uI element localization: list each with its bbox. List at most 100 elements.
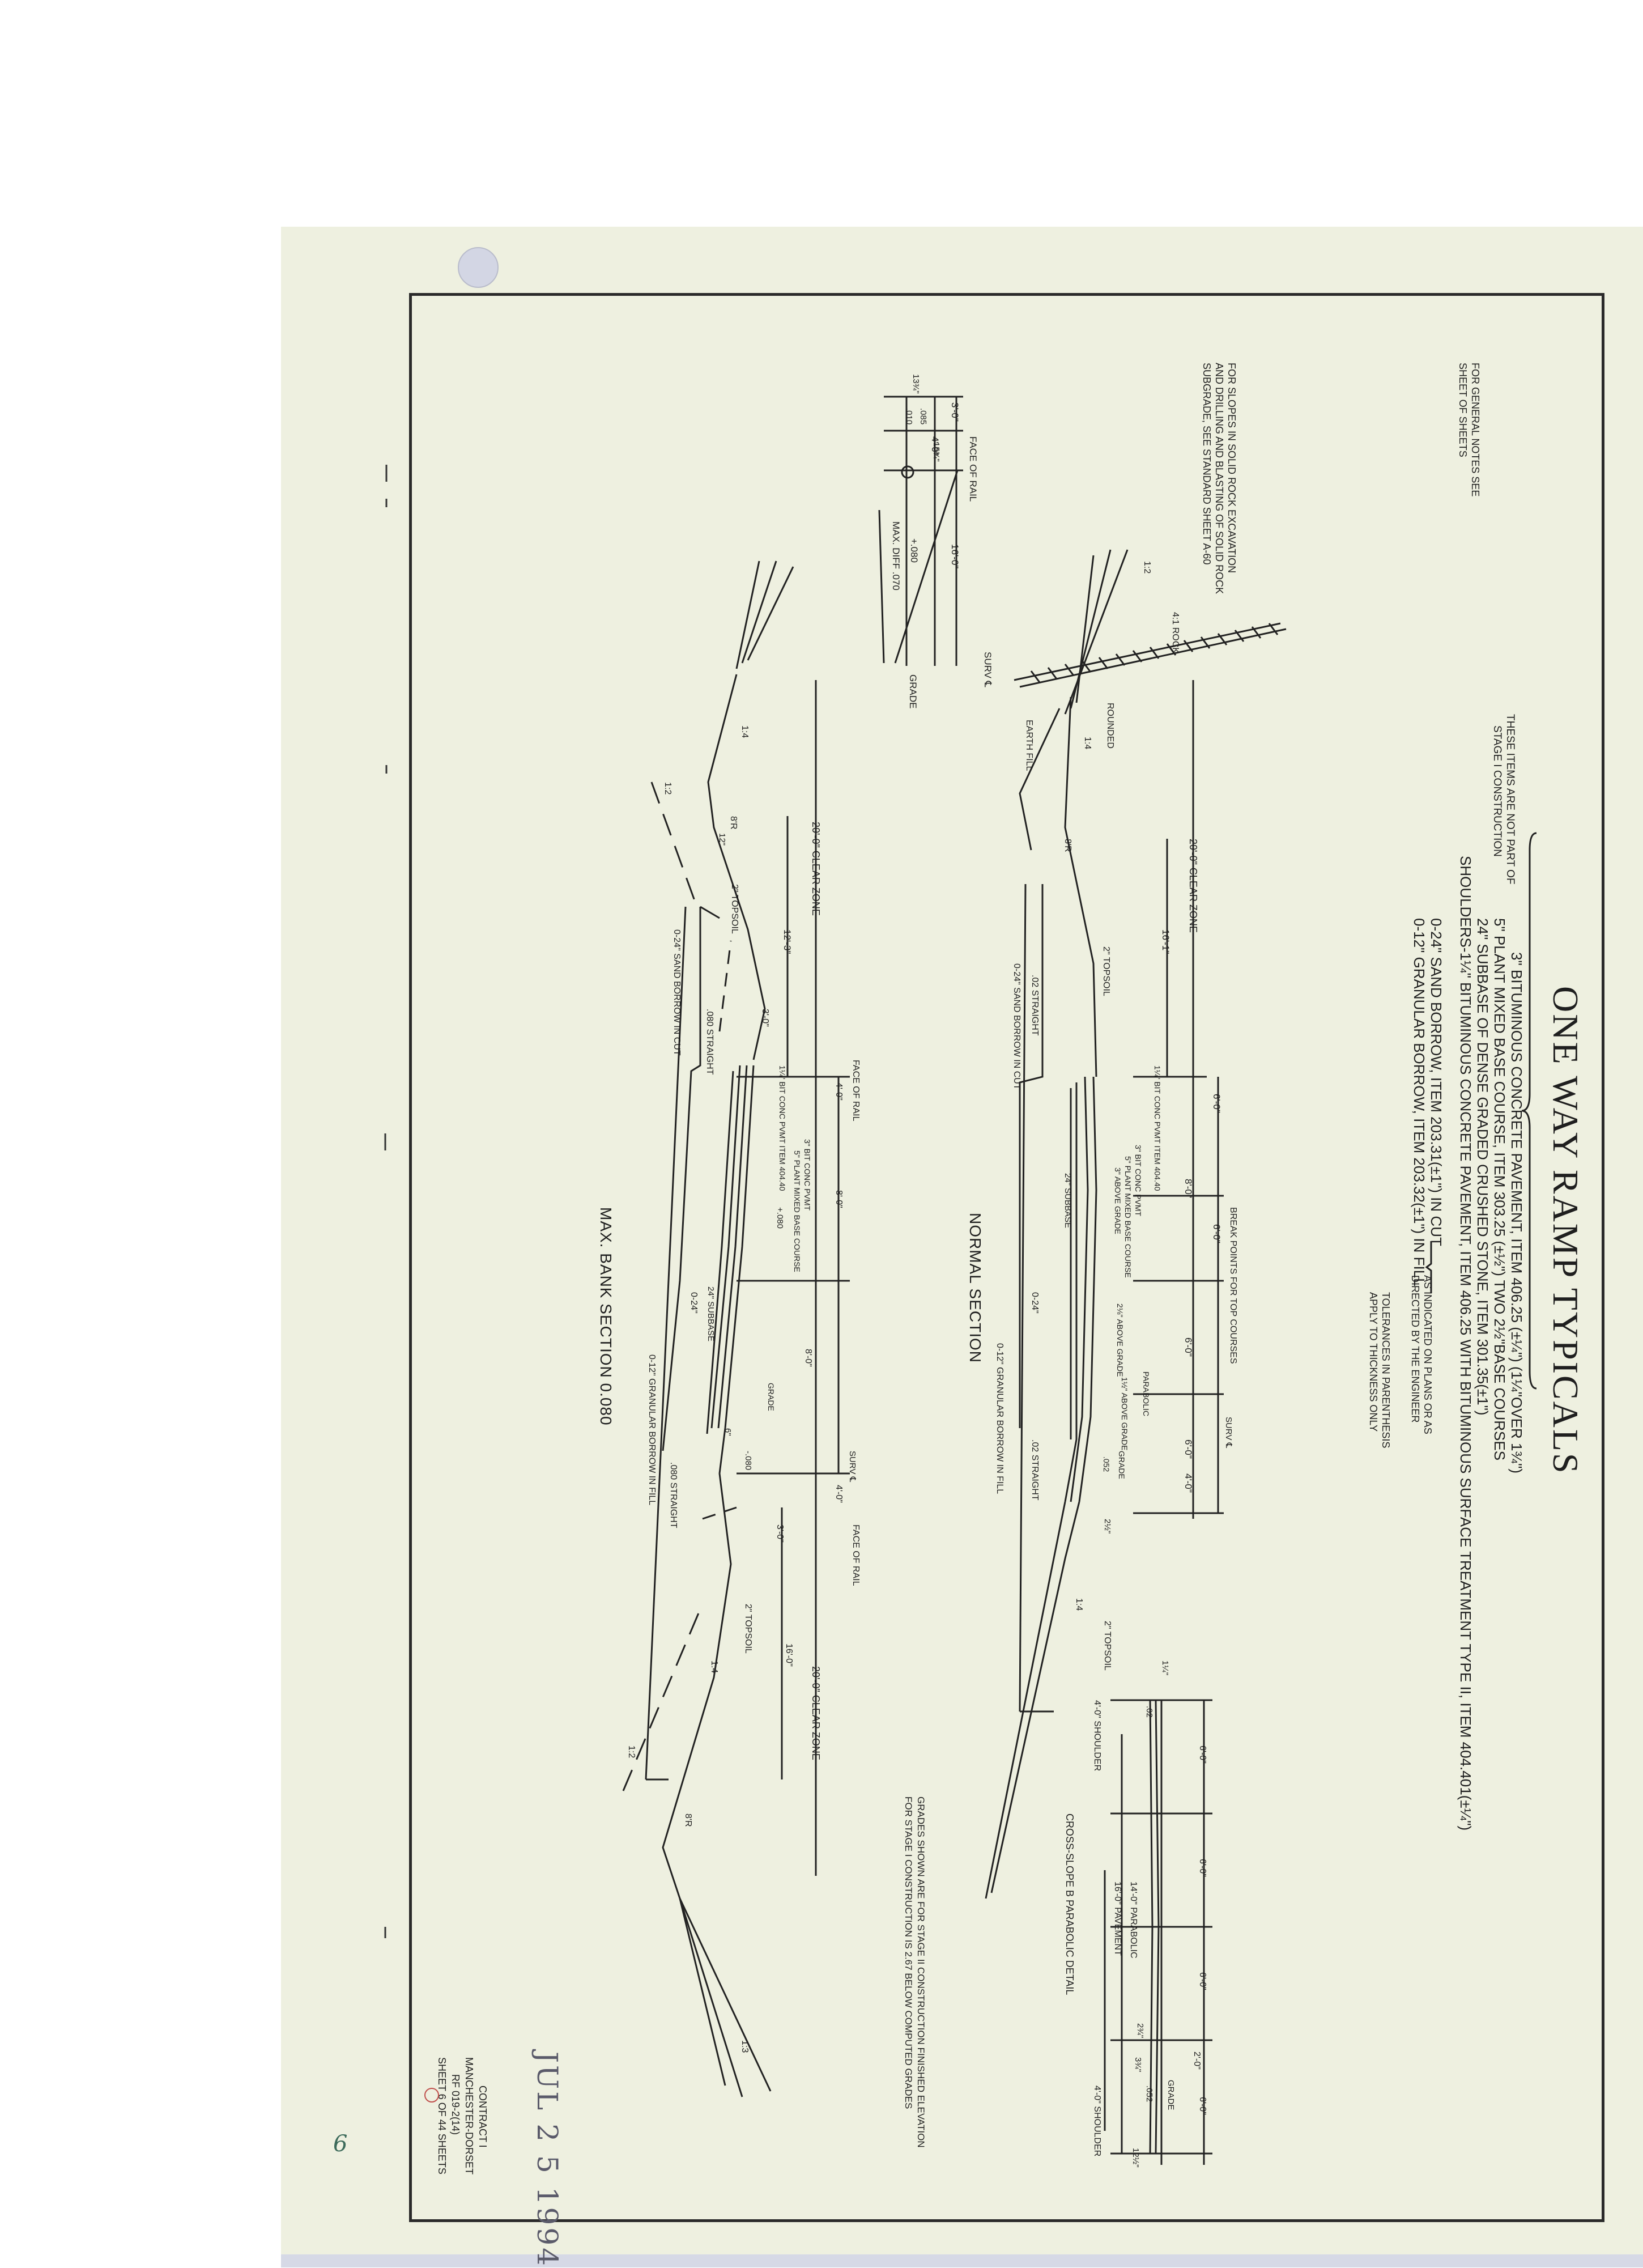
normal-slope-1-4-right: 1:4 [1074, 1598, 1084, 1611]
max-grade: GRADE [767, 1383, 776, 1411]
pavement-note-3: 24" SUBBASE OF DENSE GRADED CRUSHED STON… [1474, 918, 1491, 1415]
rail-grade: GRADE [908, 674, 918, 708]
rail-dim-13: 13¾" [911, 374, 921, 394]
normal-plant-mixed: 5" PLANT MIXED BASE COURSE [1123, 1156, 1133, 1278]
max-slope-1-3: 1:3 [740, 2040, 750, 2053]
stage-note-2: STAGE I CONSTRUCTION [1491, 725, 1503, 857]
rail-dim-4: 4'-0" [930, 436, 940, 456]
rail-detail [878, 396, 963, 666]
hole-punch [458, 247, 499, 288]
max-subbase: 24" SUBBASE [706, 1286, 716, 1341]
max-bank-title: MAX. BANK SECTION 0.080 [597, 1207, 615, 1426]
parabolic-dim-6-d: 6'-0" [1198, 2097, 1207, 2115]
rail-surv: SURV ℄ [982, 652, 993, 687]
rock-note-2: AND DRILLING AND BLASTING OF SOLID ROCK [1214, 363, 1225, 594]
title-block-sheet: SHEET 6 OF 44 SHEETS [436, 2057, 448, 2174]
general-notes-2: SHEET OF SHEETS [1457, 363, 1469, 457]
max-dim-3-b: 3'-0" [775, 1524, 785, 1543]
max-bit-conc-3: 3" BIT CONC PVMT [803, 1139, 812, 1211]
general-notes-1: FOR GENERAL NOTES SEE [1470, 363, 1481, 496]
parabolic-grade: GRADE [1166, 2080, 1176, 2110]
normal-8r: 8'R [1063, 839, 1072, 852]
normal-slope-1-4: 1:4 [1083, 737, 1092, 749]
max-slope-1-2-b: 1:2 [627, 1745, 636, 1758]
normal-earth-fill: EARTH FILL [1024, 720, 1034, 771]
max-slope-080: +.080 [775, 1207, 785, 1229]
pavement-note-5: 0-24" SAND BORROW, ITEM 203.31(±1") IN C… [1428, 918, 1445, 1246]
scanner-edge [281, 2254, 1643, 2267]
max-dim-12-3: 12'-3" [782, 929, 793, 954]
max-sand-borrow: 0-24" SAND BORROW IN CUT [672, 929, 682, 1056]
max-topsoil-right: 2" TOPSOIL [743, 1604, 753, 1654]
rail-face-label: FACE OF RAIL [968, 436, 978, 502]
rail-slope-085: .085 [918, 408, 928, 424]
max-dim-8-b: 8'-0" [834, 1190, 844, 1208]
rail-dim-15: 15¾" [931, 442, 941, 462]
max-bank-section-lines [622, 560, 850, 2097]
normal-rock: 4:1 ROCK [1170, 612, 1180, 653]
stage-brace [1521, 832, 1537, 1390]
max-12-left: 12" [717, 833, 727, 846]
max-slope-1-4-b: 1:4 [709, 1660, 719, 1673]
rail-slope-010: .010 [904, 408, 914, 424]
rock-note-1: FOR SLOPES IN SOLID ROCK EXCAVATION [1226, 363, 1237, 573]
normal-section-lines [985, 549, 1287, 1899]
normal-grade: GRADE [1117, 1451, 1126, 1479]
normal-straight: .02 STRAIGHT [1030, 975, 1040, 1036]
parabolic-dim-3-34: 3¾" [1133, 2057, 1143, 2072]
normal-slope-1-2: 1:2 [1142, 561, 1152, 574]
max-face-of-rail-a: FACE OF RAIL [851, 1060, 861, 1122]
parabolic-title: CROSS-SLOPE B PARABOLIC DETAIL [1064, 1813, 1075, 1995]
parabolic-dim-2-34: 2¾" [1135, 2023, 1145, 2038]
normal-section-title: NORMAL SECTION [967, 1213, 984, 1363]
normal-sand-borrow: 0-24" SAND BORROW IN CUT [1012, 963, 1021, 1090]
parabolic-dim-6-a: 6'-0" [1198, 1745, 1207, 1764]
max-clear-zone: 20'-0" CLEAR ZONE [810, 822, 822, 916]
normal-slope-052: .052 [1102, 1456, 1111, 1472]
normal-rounded: ROUNDED [1105, 703, 1115, 749]
grades-note-1: GRADES SHOWN ARE FOR STAGE II CONSTRUCTI… [916, 1796, 926, 2148]
max-bit-conc-1: 1¼" BIT CONC PVMT ITEM 404.40 [778, 1065, 787, 1191]
parabolic-dim-12: 12½" [1131, 2148, 1140, 2168]
max-slope-1-4-a: 1:4 [740, 725, 750, 738]
max-dim-4-b: 4'-0" [834, 1485, 844, 1503]
normal-topsoil: 2" TOPSOIL [1101, 946, 1111, 996]
rail-dim-16: 16'-0" [950, 544, 960, 568]
borrow-note-2: DIRECTED BY THE ENGINEER [1410, 1275, 1421, 1422]
pavement-note-1: 3" BITUMINOUS CONCRETE PAVEMENT, ITEM 40… [1508, 952, 1525, 1473]
rock-hatch [1030, 623, 1279, 683]
parabolic-pavement: 16'-0" PAVEMENT [1113, 1881, 1122, 1956]
rail-dim-3: 3'-0" [950, 402, 960, 422]
parabolic-dim-6-c: 6'-0" [1198, 1972, 1207, 1990]
rail-max-diff: MAX. DIFF .070 [891, 521, 901, 591]
borrow-note-1: AS INDICATED ON PLANS OR AS [1422, 1275, 1433, 1434]
parabolic-detail-lines [1104, 1699, 1212, 2165]
max-face-of-rail-b: FACE OF RAIL [851, 1524, 861, 1586]
normal-surv: SURV ℄ [1224, 1417, 1233, 1449]
parabolic-shoulder-left: 4'-0" SHOULDER [1092, 1700, 1102, 1771]
normal-dim-4: 4'-0" [1183, 1473, 1194, 1493]
pavement-note-2: 5" PLANT MIXED BASE COURSE, ITEM 303.25 … [1491, 918, 1508, 1460]
borrow-brace [1425, 1241, 1432, 1293]
max-plant-mixed: 5" PLANT MIXED BASE COURSE [793, 1150, 802, 1272]
max-surv: SURV ℄ [848, 1451, 857, 1483]
pavement-note-6: 0-12" GRANULAR BORROW, ITEM 203.32(±1") … [1411, 918, 1428, 1286]
parabolic-parabolic: 14'-0" PARABOLIC [1129, 1881, 1138, 1959]
title-block-rf: RF 019-2(14) [450, 2074, 461, 2135]
max-dim-8: 8'-0" [803, 1349, 813, 1367]
parabolic-slope-02: .02 [1144, 1706, 1154, 1718]
normal-dim-2-5: 2½" [1103, 1519, 1112, 1534]
handwritten-page-number: 6 [333, 2131, 348, 2157]
max-slope-1-2-a: 1:2 [663, 782, 672, 795]
normal-clear-zone: 20'-0" CLEAR ZONE [1187, 839, 1199, 933]
normal-bit-conc-3: 3" BIT CONC PVMT [1134, 1145, 1143, 1217]
stage-note-1: THESE ITEMS ARE NOT PART OF [1504, 714, 1516, 885]
normal-above-grade-3: 1½" ABOVE GRADE [1120, 1377, 1129, 1450]
normal-break-points: BREAK POINTS FOR TOP COURSES [1228, 1207, 1238, 1364]
date-stamp-text: JUL 2 5 1994 [531, 2052, 564, 2268]
normal-straight-2: .02 STRAIGHT [1030, 1439, 1040, 1501]
normal-dim-6-a: 6'-0" [1211, 1094, 1222, 1113]
max-granular-borrow: 0-12" GRANULAR BORROW IN FILL [647, 1354, 657, 1505]
scan-marks [384, 465, 388, 1938]
